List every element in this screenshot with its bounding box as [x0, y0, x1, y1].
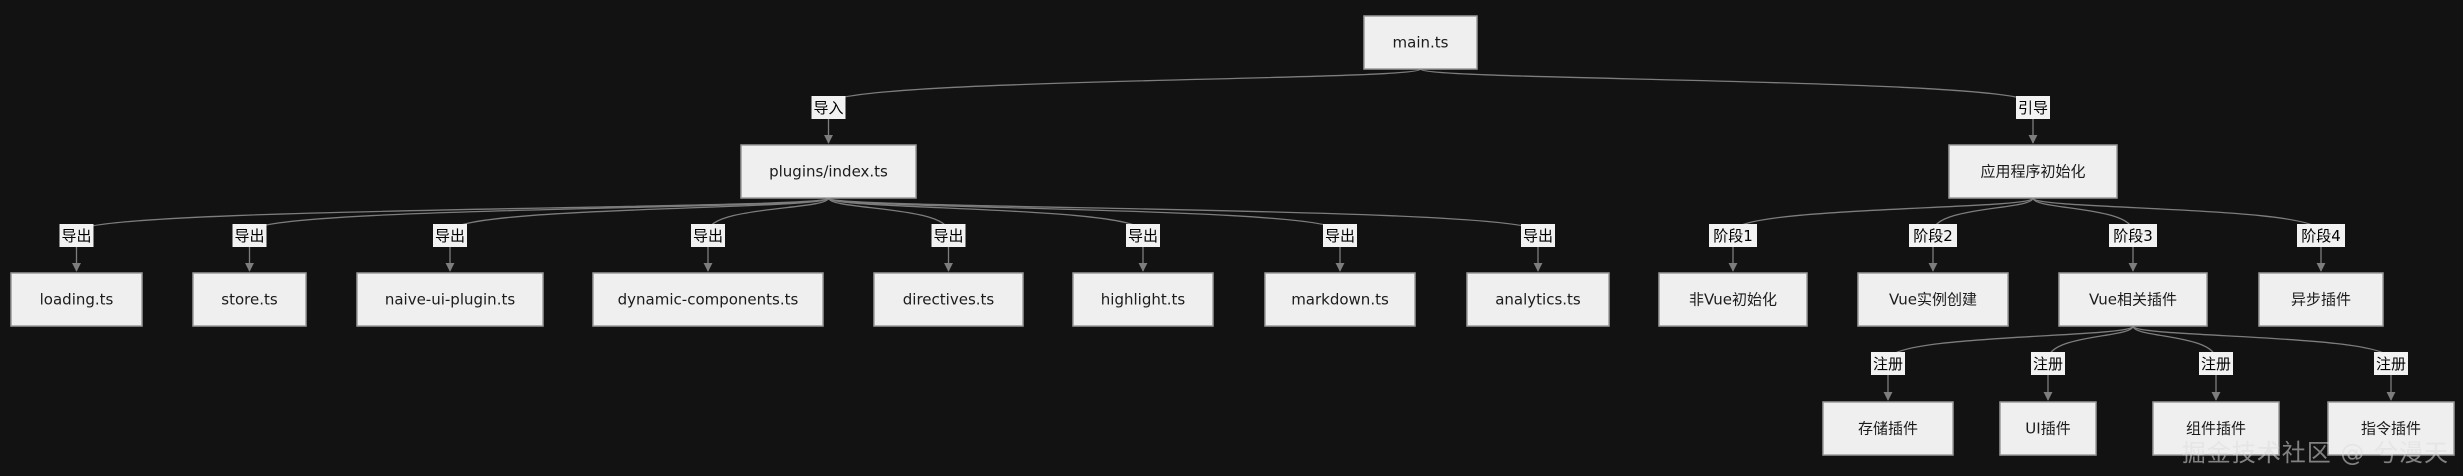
node-vue-instance: Vue实例创建: [1857, 272, 2009, 327]
edge-label-export: 导出: [1521, 224, 1555, 247]
svg-text:注册: 注册: [2201, 355, 2231, 373]
node-label: dynamic-components.ts: [618, 291, 799, 309]
node-component-plugin: 组件插件: [2152, 401, 2280, 456]
node-label: 非Vue初始化: [1689, 291, 1777, 309]
node-label: main.ts: [1393, 34, 1449, 52]
node-label: highlight.ts: [1101, 291, 1186, 309]
svg-text:导出: 导出: [435, 227, 465, 245]
svg-text:注册: 注册: [2376, 355, 2406, 373]
node-analytics: analytics.ts: [1466, 272, 1610, 327]
svg-text:阶段2: 阶段2: [1913, 227, 1953, 245]
edge-label-stage4: 阶段4: [2297, 224, 2345, 247]
svg-text:导出: 导出: [693, 227, 723, 245]
edge-label-export: 导出: [691, 224, 725, 247]
edge-label-export: 导出: [1126, 224, 1160, 247]
node-label: directives.ts: [903, 291, 995, 309]
edge-label-register: 注册: [2374, 352, 2408, 375]
svg-text:阶段3: 阶段3: [2113, 227, 2153, 245]
node-plugins-index: plugins/index.ts: [740, 144, 917, 199]
node-markdown: markdown.ts: [1264, 272, 1416, 327]
edge-label-import: 导入: [811, 96, 846, 119]
node-main: main.ts: [1363, 15, 1478, 70]
edge-label-stage1: 阶段1: [1709, 224, 1757, 247]
edge-plugins_index-to-highlight: [827, 197, 1148, 272]
watermark: 掘金技术社区 @ 兮漫天: [2181, 439, 2449, 467]
edge-plugins_index-to-store: [244, 197, 830, 272]
node-loading: loading.ts: [10, 272, 143, 327]
edge-label-bootstrap: 引导: [2016, 96, 2050, 119]
edge-main-to-plugins_index: [823, 68, 1422, 144]
edge-label-export: 导出: [931, 224, 966, 247]
node-app-init: 应用程序初始化: [1948, 144, 2118, 199]
edge-plugins_index-to-analytics: [827, 197, 1543, 272]
svg-text:导出: 导出: [1325, 227, 1355, 245]
node-label: plugins/index.ts: [769, 163, 888, 181]
svg-text:阶段1: 阶段1: [1713, 227, 1753, 245]
svg-text:导出: 导出: [1523, 227, 1553, 245]
svg-text:导出: 导出: [234, 227, 264, 245]
node-directives: directives.ts: [873, 272, 1024, 327]
node-label: Vue相关插件: [2089, 291, 2177, 309]
node-label: analytics.ts: [1495, 291, 1581, 309]
svg-text:导出: 导出: [933, 227, 963, 245]
node-vue-plugins: Vue相关插件: [2058, 272, 2208, 327]
edge-label-register: 注册: [1871, 352, 1905, 375]
edge-label-register: 注册: [2031, 352, 2065, 375]
svg-text:引导: 引导: [2018, 99, 2048, 117]
node-label: 组件插件: [2186, 420, 2246, 438]
node-label: markdown.ts: [1291, 291, 1389, 309]
edge-plugins_index-to-markdown: [827, 197, 1345, 272]
edge-label-export: 导出: [433, 224, 467, 247]
node-label: 应用程序初始化: [1980, 163, 2085, 181]
edge-label-register: 注册: [2199, 352, 2233, 375]
node-storage-plugin: 存储插件: [1822, 401, 1954, 456]
edge-plugins_index-to-dynamic_components: [703, 197, 830, 272]
node-dynamic-components: dynamic-components.ts: [592, 272, 824, 327]
node-label: UI插件: [2025, 420, 2070, 438]
edge-label-stage3: 阶段3: [2109, 224, 2157, 247]
node-naive-ui: naive-ui-plugin.ts: [356, 272, 544, 327]
node-async-plugins: 异步插件: [2258, 272, 2384, 327]
edge-main-to-app_init: [1419, 68, 2038, 144]
svg-text:导出: 导出: [1128, 227, 1158, 245]
node-directive-plugin: 指令插件: [2327, 401, 2455, 456]
svg-text:注册: 注册: [2033, 355, 2063, 373]
node-store: store.ts: [192, 272, 307, 327]
node-highlight: highlight.ts: [1072, 272, 1214, 327]
edge-plugins_index-to-directives: [827, 197, 954, 272]
node-label: 指令插件: [2361, 420, 2421, 438]
svg-text:导入: 导入: [813, 99, 843, 117]
node-non-vue-init: 非Vue初始化: [1658, 272, 1808, 327]
node-ui-plugin: UI插件: [1999, 401, 2097, 456]
svg-text:注册: 注册: [1873, 355, 1903, 373]
node-label: loading.ts: [40, 291, 114, 309]
node-label: 异步插件: [2291, 291, 2351, 309]
edge-label-stage2: 阶段2: [1909, 224, 1957, 247]
edge-label-export: 导出: [232, 224, 267, 247]
svg-text:导出: 导出: [61, 227, 91, 245]
node-label: naive-ui-plugin.ts: [385, 291, 516, 309]
edge-label-export: 导出: [1323, 224, 1357, 247]
node-label: Vue实例创建: [1889, 291, 1977, 309]
node-label: store.ts: [221, 291, 278, 309]
edge-label-export: 导出: [59, 224, 94, 247]
svg-text:阶段4: 阶段4: [2301, 227, 2341, 245]
node-label: 存储插件: [1858, 420, 1918, 438]
